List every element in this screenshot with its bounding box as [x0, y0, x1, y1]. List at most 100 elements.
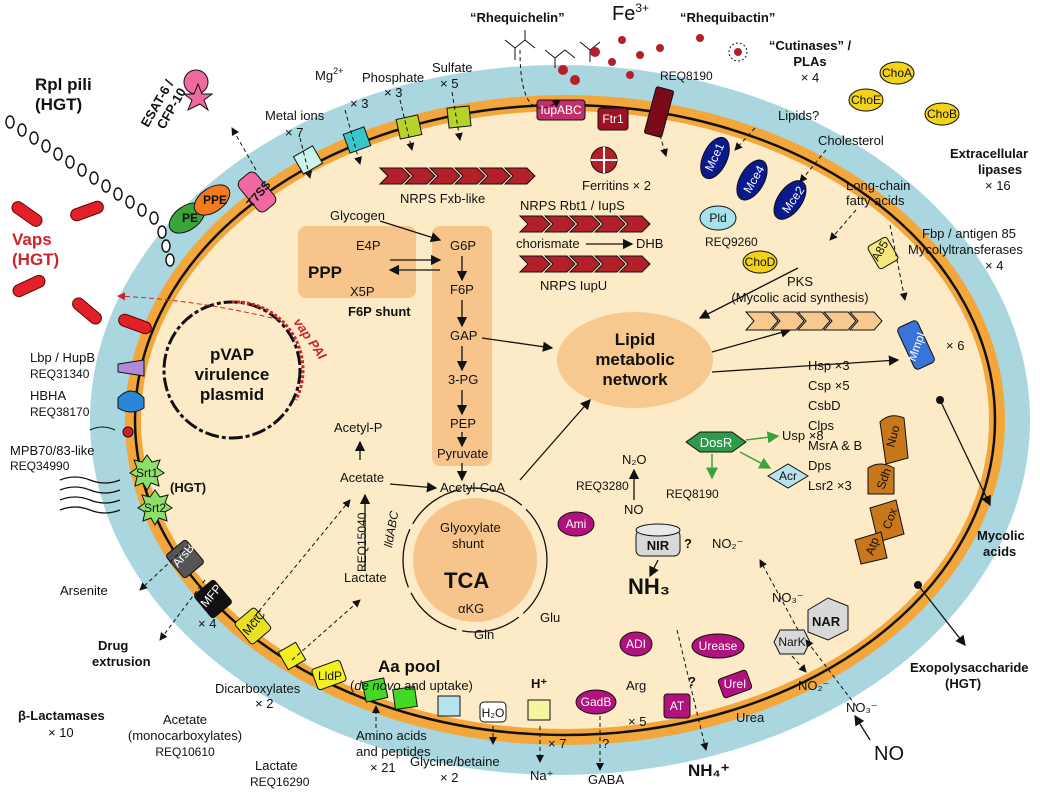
beta-lactamase-count: × 10	[48, 725, 74, 740]
acetate-ext-id: REQ10610	[155, 745, 215, 759]
glycine-count: × 2	[440, 770, 458, 785]
stress-protein-item: Lsr2 ×3	[808, 478, 852, 493]
glu-label: Glu	[540, 610, 560, 625]
ftr1-transporter	[597, 107, 629, 131]
lipid-network-label-2: metabolic	[595, 350, 674, 369]
lipid-network-label-3: network	[602, 370, 668, 389]
a85-protein	[867, 236, 899, 270]
phosphate-label: Phosphate	[362, 70, 424, 85]
exopolysaccharide-label: Exopolysaccharide	[910, 660, 1029, 675]
tca-cycle	[413, 498, 537, 622]
gaba-q-label: ?	[602, 736, 609, 751]
sdh-label: Sdh	[874, 466, 894, 491]
rpl-pili	[5, 115, 175, 267]
mctc-transporter	[234, 607, 272, 645]
acr-diamond	[767, 463, 809, 489]
f6p-shunt-label: F6P shunt	[348, 304, 411, 319]
pks-label: PKS	[787, 274, 813, 289]
srt1-label: Srt1	[136, 466, 158, 480]
vap-pai-region	[231, 300, 305, 401]
urea-label: Urea	[736, 710, 765, 725]
esat6-secreted-icon	[182, 69, 214, 112]
sulfate-label: Sulfate	[432, 60, 472, 75]
beta-lactamase-label: β-Lactamases	[18, 708, 105, 723]
dicarb-label: Dicarboxylates	[215, 681, 301, 696]
h-plus-label: H⁺	[531, 676, 547, 691]
sulfate-count: × 5	[440, 76, 458, 91]
pe-ppe-complex: PE PPE	[168, 184, 231, 234]
pe-label: PE	[182, 211, 198, 225]
srt1-icon	[129, 454, 165, 492]
lcfa-label-2: fatty acids	[846, 193, 905, 208]
phosphate-count: × 3	[384, 85, 402, 100]
cutinases-label: “Cutinases” /	[769, 38, 852, 53]
pyruvate-label: Pyruvate	[437, 446, 488, 461]
urease-enzyme	[691, 633, 745, 659]
dosr-label: DosR	[700, 435, 733, 450]
at-q-label: ?	[688, 674, 696, 689]
glyoxylate-label-2: shunt	[452, 536, 484, 551]
atp-label: Atp	[863, 535, 882, 557]
gaba-label: GABA	[588, 772, 624, 787]
vaps-hgt: (HGT)	[12, 250, 59, 269]
acr-label: Acr	[779, 469, 797, 483]
iron-ions	[608, 34, 704, 79]
choe-label: ChoE	[851, 93, 881, 107]
pld-enzyme	[699, 205, 737, 231]
pld-id: REQ9260	[705, 235, 758, 249]
ferritin-icon	[590, 146, 618, 174]
urel-transporter	[717, 669, 753, 699]
rhequichelin-molecules	[504, 30, 601, 85]
nrps-fxb-modules	[378, 167, 536, 185]
no2-in-label: NO₂⁻	[712, 536, 743, 551]
stress-protein-item: Hsp ×3	[808, 358, 850, 373]
at-label: AT	[670, 699, 685, 713]
rhequibactin-molecule	[728, 42, 748, 62]
arsb-transporter	[166, 539, 204, 579]
mfp-transporter	[194, 579, 232, 619]
nar-label: NAR	[812, 614, 841, 629]
chod-label: ChoD	[745, 255, 776, 269]
glycolysis-arrows	[379, 220, 468, 482]
ami-enzyme	[557, 511, 595, 537]
mpb-id: REQ34990	[10, 459, 70, 473]
dhb-label: DHB	[636, 236, 663, 251]
drug-extrusion-label-2: extrusion	[92, 654, 151, 669]
nar-complex	[807, 597, 849, 641]
rpl-pili-label: Rpl pili	[35, 75, 92, 94]
plas-label: PLAs	[793, 54, 826, 69]
aa-pool-sub: (de novo and uptake)	[350, 678, 473, 693]
nh3-label: NH₃	[628, 574, 670, 599]
req3280-label: REQ3280	[576, 479, 629, 493]
cholesterol-label: Cholesterol	[818, 133, 884, 148]
pld-label: Pld	[709, 211, 726, 225]
lactate-ext-label: Lactate	[255, 758, 298, 773]
glycine-label: Glycine/betaine	[410, 754, 500, 769]
rhequibactin-label: “Rhequibactin”	[680, 10, 775, 25]
aa-ext-label: Amino acids	[356, 728, 427, 743]
nark-transporter	[773, 629, 811, 655]
fbp-count: × 4	[985, 258, 1003, 273]
dosr-hexagon	[685, 431, 747, 453]
stress-protein-item: Clps	[808, 418, 835, 433]
hbha-id: REQ38170	[30, 405, 90, 419]
lipid-network	[557, 312, 713, 408]
lipids-q-label: Lipids?	[778, 108, 819, 123]
req8190-top-label: REQ8190	[660, 69, 713, 83]
gln-label: Gln	[474, 627, 494, 642]
sulfate-transporter	[446, 105, 472, 129]
rpl-pili-hgt: (HGT)	[35, 95, 82, 114]
adi-enzyme	[619, 631, 653, 657]
na-count: × 7	[548, 736, 566, 751]
glycine-transporter	[437, 695, 461, 717]
mg-count: × 3	[350, 96, 368, 111]
dicarb-transporter	[277, 641, 307, 671]
dicarb-count: × 2	[255, 696, 273, 711]
g6p-label: G6P	[450, 238, 476, 253]
stress-protein-item: Csp ×5	[808, 378, 850, 393]
na-label: Na⁺	[530, 768, 553, 783]
no-label: NO	[624, 502, 644, 517]
e4p-label: E4P	[356, 238, 381, 253]
fbp-label-2: Mycolyltransferases	[908, 242, 1023, 257]
